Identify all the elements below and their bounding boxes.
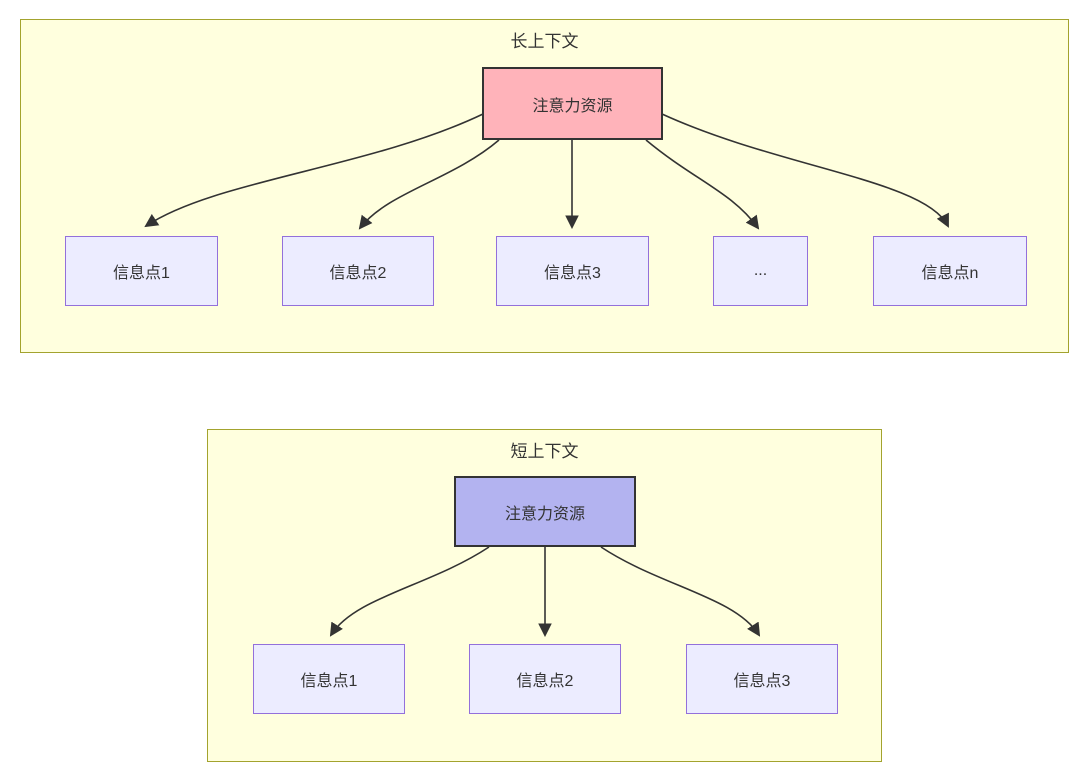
short-context-title: 短上下文 — [510, 442, 579, 461]
long-info-node-1: 信息点1 — [65, 236, 218, 306]
long-info-node-2: 信息点2 — [282, 236, 434, 306]
long-info-node-n: 信息点n — [873, 236, 1027, 306]
short-attention-resource-node: 注意力资源 — [454, 476, 636, 547]
long-context-title: 长上下文 — [510, 32, 579, 51]
short-info-node-3: 信息点3 — [686, 644, 838, 714]
long-attention-resource-node: 注意力资源 — [482, 67, 663, 140]
short-info-node-2: 信息点2 — [469, 644, 621, 714]
long-info-node-3: 信息点3 — [496, 236, 649, 306]
long-info-node-ellipsis: ... — [713, 236, 808, 306]
short-info-node-1: 信息点1 — [253, 644, 405, 714]
